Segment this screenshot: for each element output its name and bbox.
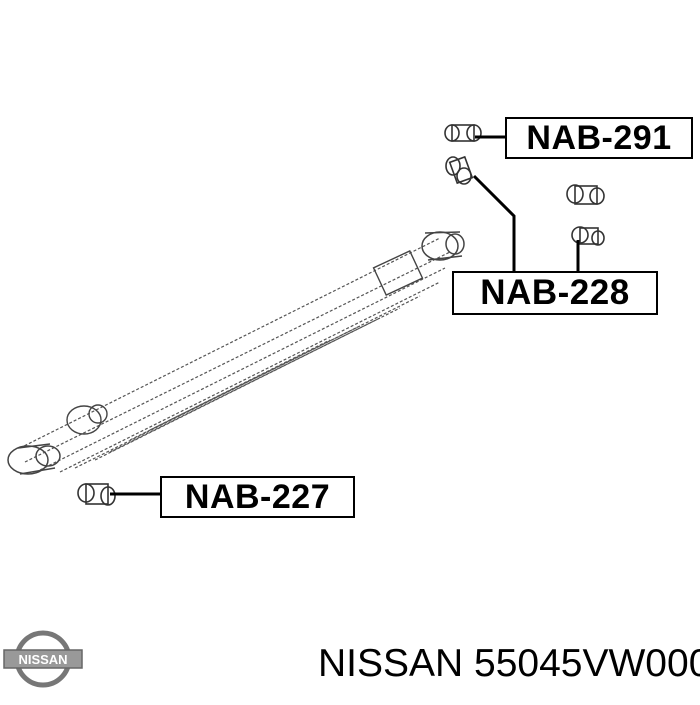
spring-eye-right	[421, 231, 465, 261]
leaf-spring	[19, 237, 451, 473]
bushing-nab-228-a	[445, 155, 474, 185]
spring-eye-left	[7, 443, 61, 475]
bushing-nab-228-c	[571, 226, 605, 246]
nissan-logo-icon: NISSAN	[3, 630, 83, 688]
logo-text: NISSAN	[18, 652, 67, 667]
part-label-nab-228: NAB-228	[452, 271, 658, 315]
bushing-nab-227	[77, 483, 116, 506]
part-label-nab-227: NAB-227	[160, 476, 355, 518]
leader-lines	[110, 135, 580, 496]
part-number-caption: NISSAN 55045VW000	[318, 642, 700, 685]
center-clamp	[66, 250, 424, 435]
leader-nab-228-a	[472, 174, 516, 271]
part-label-nab-291: NAB-291	[505, 117, 693, 159]
bushing-nab-228-b	[566, 184, 605, 205]
bushing-nab-291	[444, 124, 482, 142]
